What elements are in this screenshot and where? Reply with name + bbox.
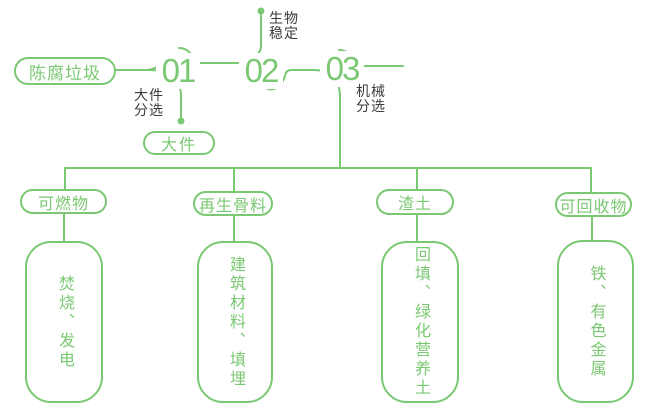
step-03-number: 03 [320,51,364,87]
step-01-number: 01 [156,53,200,89]
result-box-metals: 铁、有色金属 [557,240,634,403]
category-pill-combustibles: 可燃物 [20,189,107,214]
category-label: 可回收物 [559,198,628,216]
connector-dot-large-items [177,117,185,125]
category-pill-recycled-aggregate: 再生骨料 [193,191,273,216]
category-pill-slag-soil: 渣土 [376,189,454,215]
result-text: 焚烧、发电 [56,274,73,370]
step-02-label: 生物 稳定 [269,10,299,41]
category-label: 可燃物 [37,195,89,213]
source-pill-label: 陈腐垃圾 [29,63,101,83]
step-01-label: 大件 分选 [134,87,164,118]
step-02-number: 02 [239,53,283,89]
result-text: 回填、绿化营养土 [412,246,429,398]
category-pill-recyclables: 可回收物 [555,192,632,217]
result-box-incineration: 焚烧、发电 [25,241,103,403]
large-items-pill: 大件 [143,131,215,155]
step-03-label: 机械 分选 [356,83,386,114]
source-pill: 陈腐垃圾 [14,57,116,85]
result-box-backfill: 回填、绿化营养土 [381,241,459,403]
line-02-up [251,14,262,58]
large-items-label: 大件 [160,137,197,154]
branch-bar [64,167,592,193]
result-text: 建筑材料、填埋 [227,255,244,389]
category-label: 再生骨料 [198,197,267,215]
result-box-building-materials: 建筑材料、填埋 [197,241,273,403]
category-label: 渣土 [397,196,432,213]
connector-dot-bio [257,7,265,15]
result-text: 铁、有色金属 [587,264,605,379]
